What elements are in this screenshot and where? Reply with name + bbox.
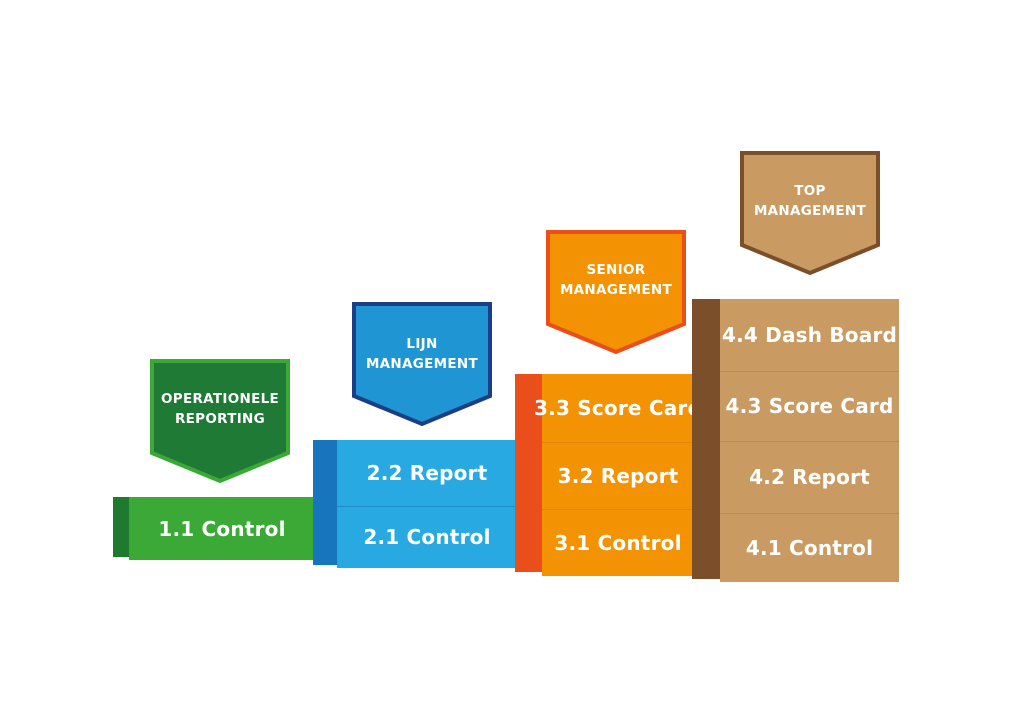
seam-3b [542,509,694,510]
step-2-side [313,440,337,565]
badge-line-2: MANAGEMENT [365,356,479,372]
block-1-1: 1.1 Control [129,497,315,560]
badge-shape [740,151,880,276]
block-3-1: 3.1 Control [542,509,694,576]
badge-line-1: TOP [794,183,826,199]
step-3-side [515,374,542,572]
step-1-side [113,497,129,557]
badge-line-2: REPORTING [174,411,266,427]
badge-lijn-management: LIJN MANAGEMENT [352,302,492,427]
badge-line-2: MANAGEMENT [559,282,673,298]
block-3-3: 3.3 Score Card [534,374,702,442]
block-2-2: 2.2 Report [337,440,517,506]
block-2-1: 2.1 Control [337,506,517,568]
badge-shape [352,302,492,427]
badge-shape [150,359,290,484]
badge-line-1: SENIOR [586,262,646,278]
seam-2 [337,506,517,507]
seam-4b [720,441,899,442]
badge-line-2: MANAGEMENT [753,203,867,219]
seam-4a [720,371,899,372]
badge-line-1: LIJN [406,336,438,352]
badge-line-1: OPERATIONELE [160,391,280,407]
block-4-3: 4.3 Score Card [720,371,899,441]
badge-senior-management: SENIOR MANAGEMENT [546,230,686,355]
seam-3a [542,442,694,443]
badge-top-management: TOP MANAGEMENT [740,151,880,276]
block-4-1: 4.1 Control [720,513,899,582]
block-4-4: 4.4 Dash Board [720,299,899,371]
block-3-2: 3.2 Report [542,442,694,509]
step-4-side [692,299,720,579]
seam-4c [720,513,899,514]
block-4-2: 4.2 Report [720,441,899,513]
badge-shape [546,230,686,355]
badge-operationele-reporting: OPERATIONELE REPORTING [150,359,290,484]
